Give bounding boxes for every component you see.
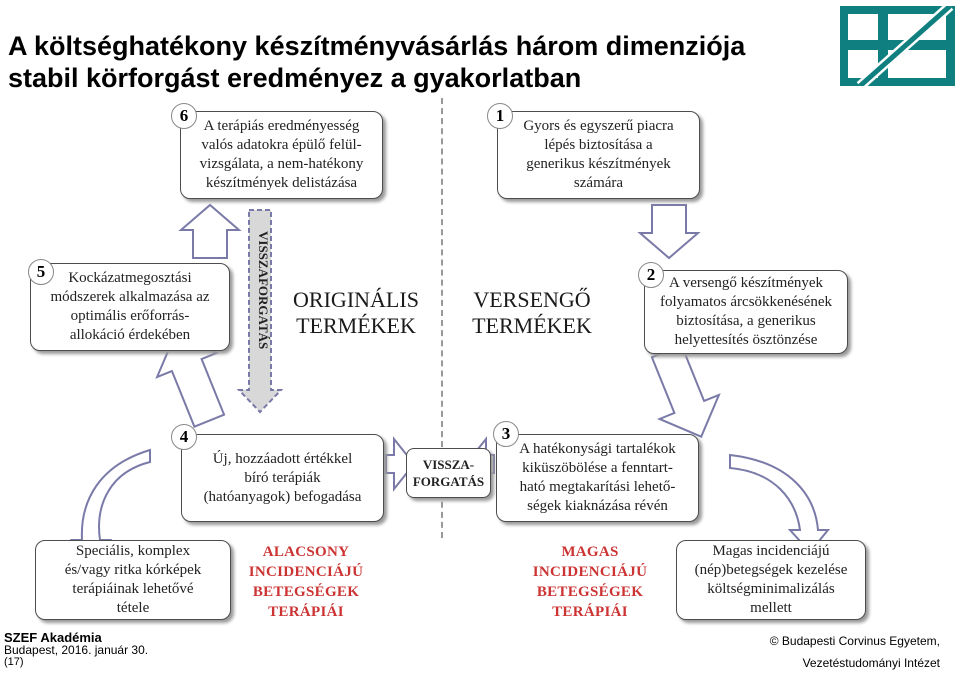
step-6-line: vizsgálata, a nem-hatékony — [199, 156, 364, 172]
university-logo — [840, 6, 955, 86]
mass-diseases-box: Magas incidenciájú (nép)betegségek kezel… — [676, 540, 866, 620]
special-line: tétele — [116, 600, 150, 616]
footer-institute: Vezetéstudományi Intézet — [802, 656, 940, 670]
step-5-line: Kockázatmegosztási — [68, 270, 192, 286]
step-2-box: A versengő készítmények folyamatos árcsö… — [644, 270, 848, 354]
recycle-line: FORGATÁS — [412, 474, 485, 489]
step-3-line: ségek kiaknázása révén — [527, 498, 668, 514]
recycle-box: VISSZA- FORGATÁS — [406, 448, 491, 498]
high-line: TERÁPIÁI — [552, 604, 628, 620]
step-4-line: bíró terápiák — [244, 469, 321, 486]
low-line: ALACSONY — [262, 544, 350, 560]
mass-line: Magas incidenciájú — [712, 543, 830, 559]
step-3-line: kiküszöbölése a fenntart- — [522, 460, 673, 476]
step-6-number: 6 — [171, 103, 197, 129]
step-1-line: generikus készítmények — [526, 156, 671, 172]
step-2-line: biztosítása, a generikus — [676, 313, 816, 329]
step-4-number: 4 — [171, 424, 197, 450]
step-5-line: allokáció érdekében — [69, 327, 191, 343]
arrow-curve-right — [729, 453, 831, 554]
arrow-recycle-to-4 — [385, 436, 416, 492]
low-line: INCIDENCIÁJÚ — [248, 564, 364, 580]
step-3-number: 3 — [493, 421, 519, 447]
step-4-line: Új, hozzáadott értékkel — [212, 450, 353, 467]
slide-title: A költséghatékony készítményvásárlás hár… — [8, 30, 828, 94]
step-5-box: Kockázatmegosztási módszerek alkalmazása… — [30, 263, 230, 351]
recycle-vertical-label: VISSZAFORGATÁS — [256, 230, 271, 350]
step-4-line: (hatóanyagok) befogadása — [203, 488, 362, 505]
original-line: ORIGINÁLIS — [293, 287, 419, 312]
step-5-number: 5 — [28, 259, 54, 285]
center-divider — [441, 98, 443, 538]
step-3-line: A hatékonysági tartalékok — [519, 441, 676, 457]
title-line-1: A költséghatékony készítményvásárlás hár… — [8, 31, 746, 61]
footer-right: © Budapesti Corvinus Egyetem, Vezetéstud… — [770, 630, 940, 674]
step-6-line: A terápiás eredményesség — [203, 118, 360, 134]
mass-line: (nép)betegségek kezelése — [694, 562, 848, 578]
step-1-line: számára — [573, 175, 624, 191]
arrow-1-to-2 — [637, 204, 701, 260]
step-2-line: helyettesítés ösztönzése — [674, 332, 818, 348]
special-line: Speciális, komplex — [75, 543, 191, 559]
step-1-number: 1 — [487, 103, 513, 129]
special-line: terápiáinak lehetővé — [72, 581, 194, 597]
arrow-5-to-6 — [178, 203, 242, 259]
competing-line: TERMÉKEK — [472, 313, 592, 338]
step-6-line: készítmények delistázása — [205, 175, 358, 191]
step-2-number: 2 — [638, 262, 664, 288]
step-5-line: módszerek alkalmazása az — [50, 289, 210, 305]
step-3-box: A hatékonysági tartalékok kiküszöbölése … — [496, 434, 699, 522]
title-line-2: stabil körforgást eredményez a gyakorlat… — [8, 63, 582, 93]
footer-left: SZEF Akadémia Budapest, 2016. január 30.… — [4, 630, 149, 668]
special-line: és/vagy ritka kórképek — [64, 562, 202, 578]
step-6-line: valós adatokra épülő felül- — [201, 137, 362, 153]
step-5-line: optimális erőforrás- — [70, 308, 190, 324]
arrow-2-to-3 — [650, 344, 721, 438]
mass-line: mellett — [750, 600, 792, 616]
high-line: BETEGSÉGEK — [536, 584, 644, 600]
step-6-box: A terápiás eredményesség valós adatokra … — [180, 111, 383, 199]
footer-date: Budapest, 2016. január 30. — [4, 643, 149, 657]
step-1-line: Gyors és egyszerű piacra — [523, 118, 674, 134]
step-4-box: Új, hozzáadott értékkel bíró terápiák (h… — [181, 434, 384, 522]
original-line: TERMÉKEK — [296, 313, 416, 338]
mass-line: költségminimalizálás — [707, 581, 835, 597]
footer-org: SZEF Akadémia — [4, 630, 102, 645]
special-therapies-box: Speciális, komplex és/vagy ritka kórképe… — [35, 540, 231, 620]
arrow-recycle-down — [236, 209, 284, 414]
step-1-line: lépés biztosítása a — [544, 137, 653, 153]
competing-products-label: VERSENGŐ TERMÉKEK — [452, 287, 612, 339]
low-line: BETEGSÉGEK — [252, 584, 360, 600]
low-incidence-label: ALACSONY INCIDENCIÁJÚ BETEGSÉGEK TERÁPIÁ… — [232, 542, 380, 622]
competing-line: VERSENGŐ — [473, 287, 591, 312]
high-line: INCIDENCIÁJÚ — [532, 564, 648, 580]
footer-copyright: © Budapesti Corvinus Egyetem, — [769, 634, 940, 648]
high-line: MAGAS — [561, 544, 619, 560]
original-products-label: ORIGINÁLIS TERMÉKEK — [276, 287, 436, 339]
recycle-line: VISSZA- — [422, 457, 475, 472]
high-incidence-label: MAGAS INCIDENCIÁJÚ BETEGSÉGEK TERÁPIÁI — [516, 542, 664, 622]
step-3-line: ható megtakarítási lehető- — [519, 479, 676, 495]
footer-page: (17) — [4, 656, 24, 668]
low-line: TERÁPIÁI — [268, 604, 344, 620]
step-2-line: folyamatos árcsökkenésének — [659, 294, 833, 310]
step-1-box: Gyors és egyszerű piacra lépés biztosítá… — [497, 111, 700, 199]
step-2-line: A versengő készítmények — [668, 275, 824, 291]
